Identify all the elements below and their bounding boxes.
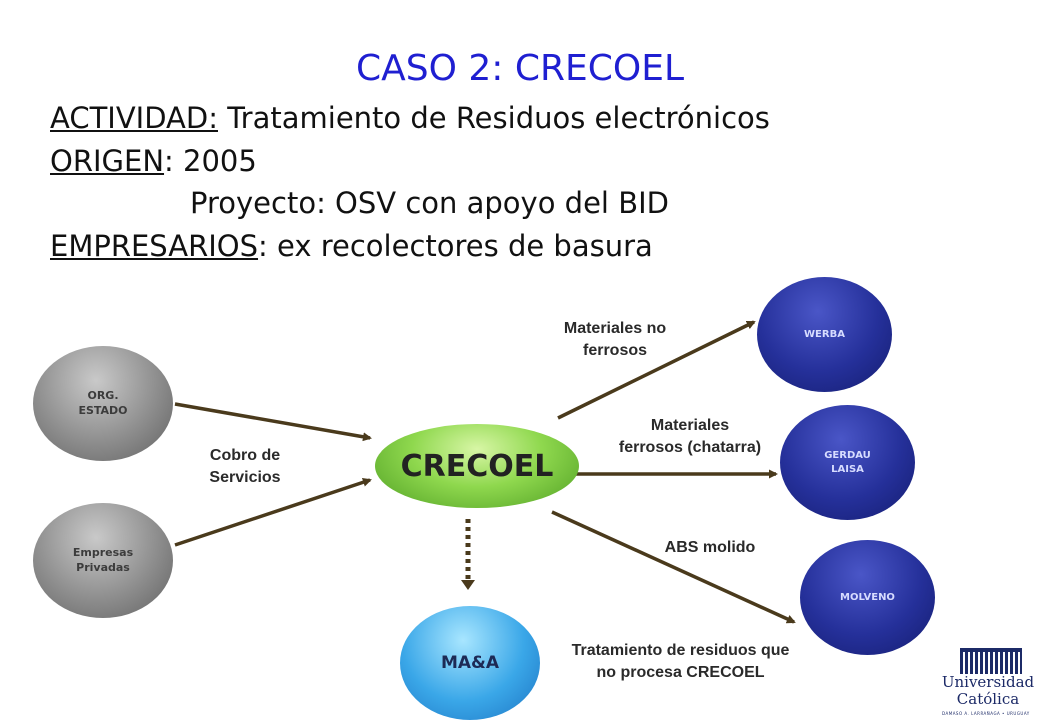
node-maa-label: MA&A bbox=[440, 652, 500, 673]
proyecto-line: Proyecto: OSV con apoyo del BID bbox=[190, 186, 669, 220]
logo-building-icon bbox=[960, 648, 1022, 674]
node-crecoel-label: CRECOEL bbox=[400, 448, 554, 484]
actividad-label: ACTIVIDAD: bbox=[50, 101, 218, 135]
arrow-estado-to-crecoel bbox=[174, 402, 372, 442]
actividad-line: ACTIVIDAD: Tratamiento de Residuos elect… bbox=[50, 101, 770, 135]
node-gerdau-laisa-label: GERDAU LAISA bbox=[824, 450, 871, 475]
empresarios-line: EMPRESARIOS: ex recolectores de basura bbox=[50, 229, 653, 263]
arrow-to-werba bbox=[557, 320, 756, 420]
arrow-privadas-to-crecoel bbox=[174, 477, 372, 547]
actividad-value: Tratamiento de Residuos electrónicos bbox=[218, 101, 770, 135]
origen-line: ORIGEN: 2005 bbox=[50, 144, 257, 178]
node-werba: WERBA bbox=[757, 277, 892, 392]
node-empresas-privadas-label: Empresas Privadas bbox=[72, 545, 134, 574]
node-maa: MA&A bbox=[400, 606, 540, 720]
arrow-to-maa-head bbox=[461, 580, 475, 590]
logo-name: Universidad Católica bbox=[938, 674, 1038, 708]
logo-sub: DAMASO A. LARRAÑAGA • URUGUAY bbox=[942, 711, 1030, 716]
origen-label: ORIGEN bbox=[50, 144, 165, 178]
label-tratamiento: Tratamiento de residuos que no procesa C… bbox=[571, 642, 790, 681]
node-werba-label: WERBA bbox=[804, 328, 845, 340]
node-org-estado-label: ORG. ESTADO bbox=[78, 388, 128, 417]
logo-line1: Universidad bbox=[941, 673, 1035, 691]
slide-title: CASO 2: CRECOEL bbox=[355, 48, 685, 89]
university-logo: Universidad Católica DAMASO A. LARRAÑAGA… bbox=[938, 648, 1038, 718]
node-molveno-label: MOLVENO bbox=[840, 591, 895, 603]
node-molveno: MOLVENO bbox=[800, 540, 935, 655]
label-materiales-ferrosos: Materiales ferrosos (chatarra) bbox=[618, 417, 762, 456]
empresarios-value: : ex recolectores de basura bbox=[258, 229, 653, 263]
node-crecoel: CRECOEL bbox=[375, 424, 579, 508]
empresarios-label: EMPRESARIOS bbox=[50, 229, 259, 263]
logo-line2: Católica bbox=[956, 690, 1020, 708]
node-org-estado: ORG. ESTADO bbox=[33, 346, 173, 461]
node-empresas-privadas: Empresas Privadas bbox=[33, 503, 173, 618]
arrow-to-molveno bbox=[551, 510, 796, 624]
node-gerdau-laisa: GERDAU LAISA bbox=[780, 405, 915, 520]
label-abs-molido: ABS molido bbox=[664, 539, 756, 556]
label-cobro-servicios: Cobro de Servicios bbox=[209, 447, 281, 486]
label-materiales-no-ferrosos: Materiales no ferrosos bbox=[563, 320, 667, 359]
origen-value: : 2005 bbox=[164, 144, 257, 178]
